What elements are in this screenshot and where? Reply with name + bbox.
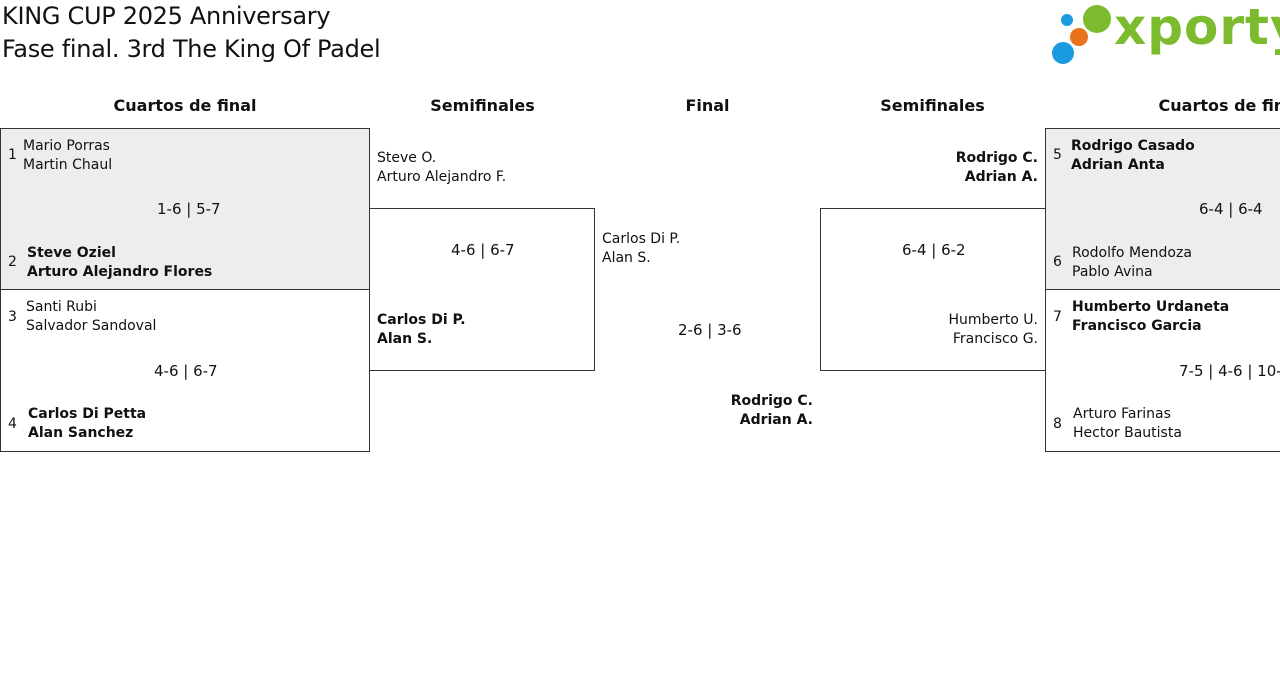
match-score: 6-4 | 6-4 — [1199, 200, 1263, 218]
player-name: Steve Oziel — [27, 245, 116, 261]
final-score: 2-6 | 3-6 — [678, 321, 742, 339]
team-carlos-di-petta: Carlos Di Petta Alan Sanchez — [28, 405, 146, 443]
team-rodrigo-c: Rodrigo C. Adrian A. — [956, 149, 1038, 187]
team-humberto-urdaneta: Humberto Urdaneta Francisco Garcia — [1072, 298, 1229, 336]
round-header-qf-left: Cuartos de final — [113, 96, 257, 115]
player-name: Arturo Farinas — [1073, 406, 1171, 422]
match-sf-right[interactable]: 6-4 | 6-2 Humberto U. Francisco G. — [820, 208, 1046, 371]
seed-number: 5 — [1053, 147, 1062, 163]
player-name: Rodrigo C. — [955, 150, 1038, 166]
player-name: Alan S. — [602, 250, 651, 266]
player-name: Rodrigo Casado — [1071, 138, 1195, 154]
team-carlos-di-p: Carlos Di P. Alan S. — [377, 311, 466, 349]
tournament-title: KING CUP 2025 Anniversary — [2, 2, 331, 30]
team-arturo-farinas: Arturo Farinas Hector Bautista — [1073, 405, 1182, 443]
player-name: Humberto U. — [948, 312, 1039, 328]
round-header-sf-right: Semifinales — [880, 96, 985, 115]
player-name: Rodrigo C. — [730, 393, 813, 409]
player-name: Santi Rubi — [26, 299, 97, 315]
round-header-final: Final — [685, 96, 730, 115]
team-rodolfo-mendoza: Rodolfo Mendoza Pablo Avina — [1072, 244, 1192, 282]
right-quarterfinals: 5 Rodrigo Casado Adrian Anta 6-4 | 6-4 6… — [1045, 128, 1280, 452]
match-score: 1-6 | 5-7 — [157, 200, 221, 218]
team-steve-oziel: Steve Oziel Arturo Alejandro Flores — [27, 244, 212, 282]
logo-dot-blue — [1061, 14, 1073, 26]
seed-number: 4 — [8, 416, 17, 432]
player-name: Carlos Di Petta — [28, 406, 147, 422]
xporty-logo[interactable]: xporty — [1050, 0, 1280, 68]
logo-text: xporty — [1114, 0, 1280, 56]
player-name: Martin Chaul — [23, 157, 113, 173]
player-name: Carlos Di P. — [377, 312, 466, 328]
player-name: Humberto Urdaneta — [1072, 299, 1230, 315]
player-name: Alan Sanchez — [28, 425, 134, 441]
match-sf-left[interactable]: 4-6 | 6-7 Carlos Di P. Alan S. — [369, 208, 595, 371]
player-name: Steve O. — [377, 150, 437, 166]
player-name: Arturo Alejandro F. — [377, 169, 507, 185]
team-mario-porras: Mario Porras Martin Chaul — [23, 137, 112, 175]
seed-number: 8 — [1053, 416, 1062, 432]
match-score: 7-5 | 4-6 | 10-7 — [1179, 362, 1280, 380]
player-name: Adrian A. — [964, 169, 1038, 185]
player-name: Carlos Di P. — [602, 231, 681, 247]
player-name: Salvador Sandoval — [26, 318, 157, 334]
player-name: Francisco G. — [952, 331, 1038, 347]
round-header-qf-right: Cuartos de final — [1158, 96, 1280, 115]
match-score: 6-4 | 6-2 — [902, 241, 966, 259]
match-score: 4-6 | 6-7 — [154, 362, 218, 380]
player-name: Francisco Garcia — [1072, 318, 1202, 334]
player-name: Rodolfo Mendoza — [1072, 245, 1192, 261]
team-humberto-u: Humberto U. Francisco G. — [949, 311, 1039, 349]
logo-dot-orange — [1070, 28, 1088, 46]
match-score: 4-6 | 6-7 — [451, 241, 515, 259]
match-qf-right-2[interactable]: 7 Humberto Urdaneta Francisco Garcia 7-5… — [1045, 289, 1280, 452]
player-name: Alan S. — [377, 331, 433, 347]
seed-number: 1 — [8, 147, 17, 163]
final-team-carlos-di-p: Carlos Di P. Alan S. — [602, 230, 680, 268]
seed-number: 6 — [1053, 254, 1062, 270]
final-winner-rodrigo-c: Rodrigo C. Adrian A. — [731, 392, 813, 430]
seed-number: 3 — [8, 309, 17, 325]
seed-number: 7 — [1053, 309, 1062, 325]
seed-number: 2 — [8, 254, 17, 270]
player-name: Mario Porras — [23, 138, 110, 154]
team-santi-rubi: Santi Rubi Salvador Sandoval — [26, 298, 156, 336]
team-steve-o: Steve O. Arturo Alejandro F. — [377, 149, 506, 187]
match-qf-left-1[interactable]: 1 Mario Porras Martin Chaul 1-6 | 5-7 2 … — [0, 128, 370, 290]
player-name: Arturo Alejandro Flores — [27, 264, 213, 280]
logo-dot-blue-large — [1052, 42, 1074, 64]
player-name: Hector Bautista — [1073, 425, 1182, 441]
match-qf-left-2[interactable]: 3 Santi Rubi Salvador Sandoval 4-6 | 6-7… — [0, 289, 370, 452]
player-name: Pablo Avina — [1072, 264, 1153, 280]
player-name: Adrian A. — [739, 412, 813, 428]
phase-title: Fase final. 3rd The King Of Padel — [2, 35, 381, 63]
match-qf-right-1[interactable]: 5 Rodrigo Casado Adrian Anta 6-4 | 6-4 6… — [1045, 128, 1280, 290]
team-rodrigo-casado: Rodrigo Casado Adrian Anta — [1071, 137, 1195, 175]
round-header-sf-left: Semifinales — [430, 96, 535, 115]
player-name: Adrian Anta — [1071, 157, 1165, 173]
logo-dot-green — [1083, 5, 1111, 33]
